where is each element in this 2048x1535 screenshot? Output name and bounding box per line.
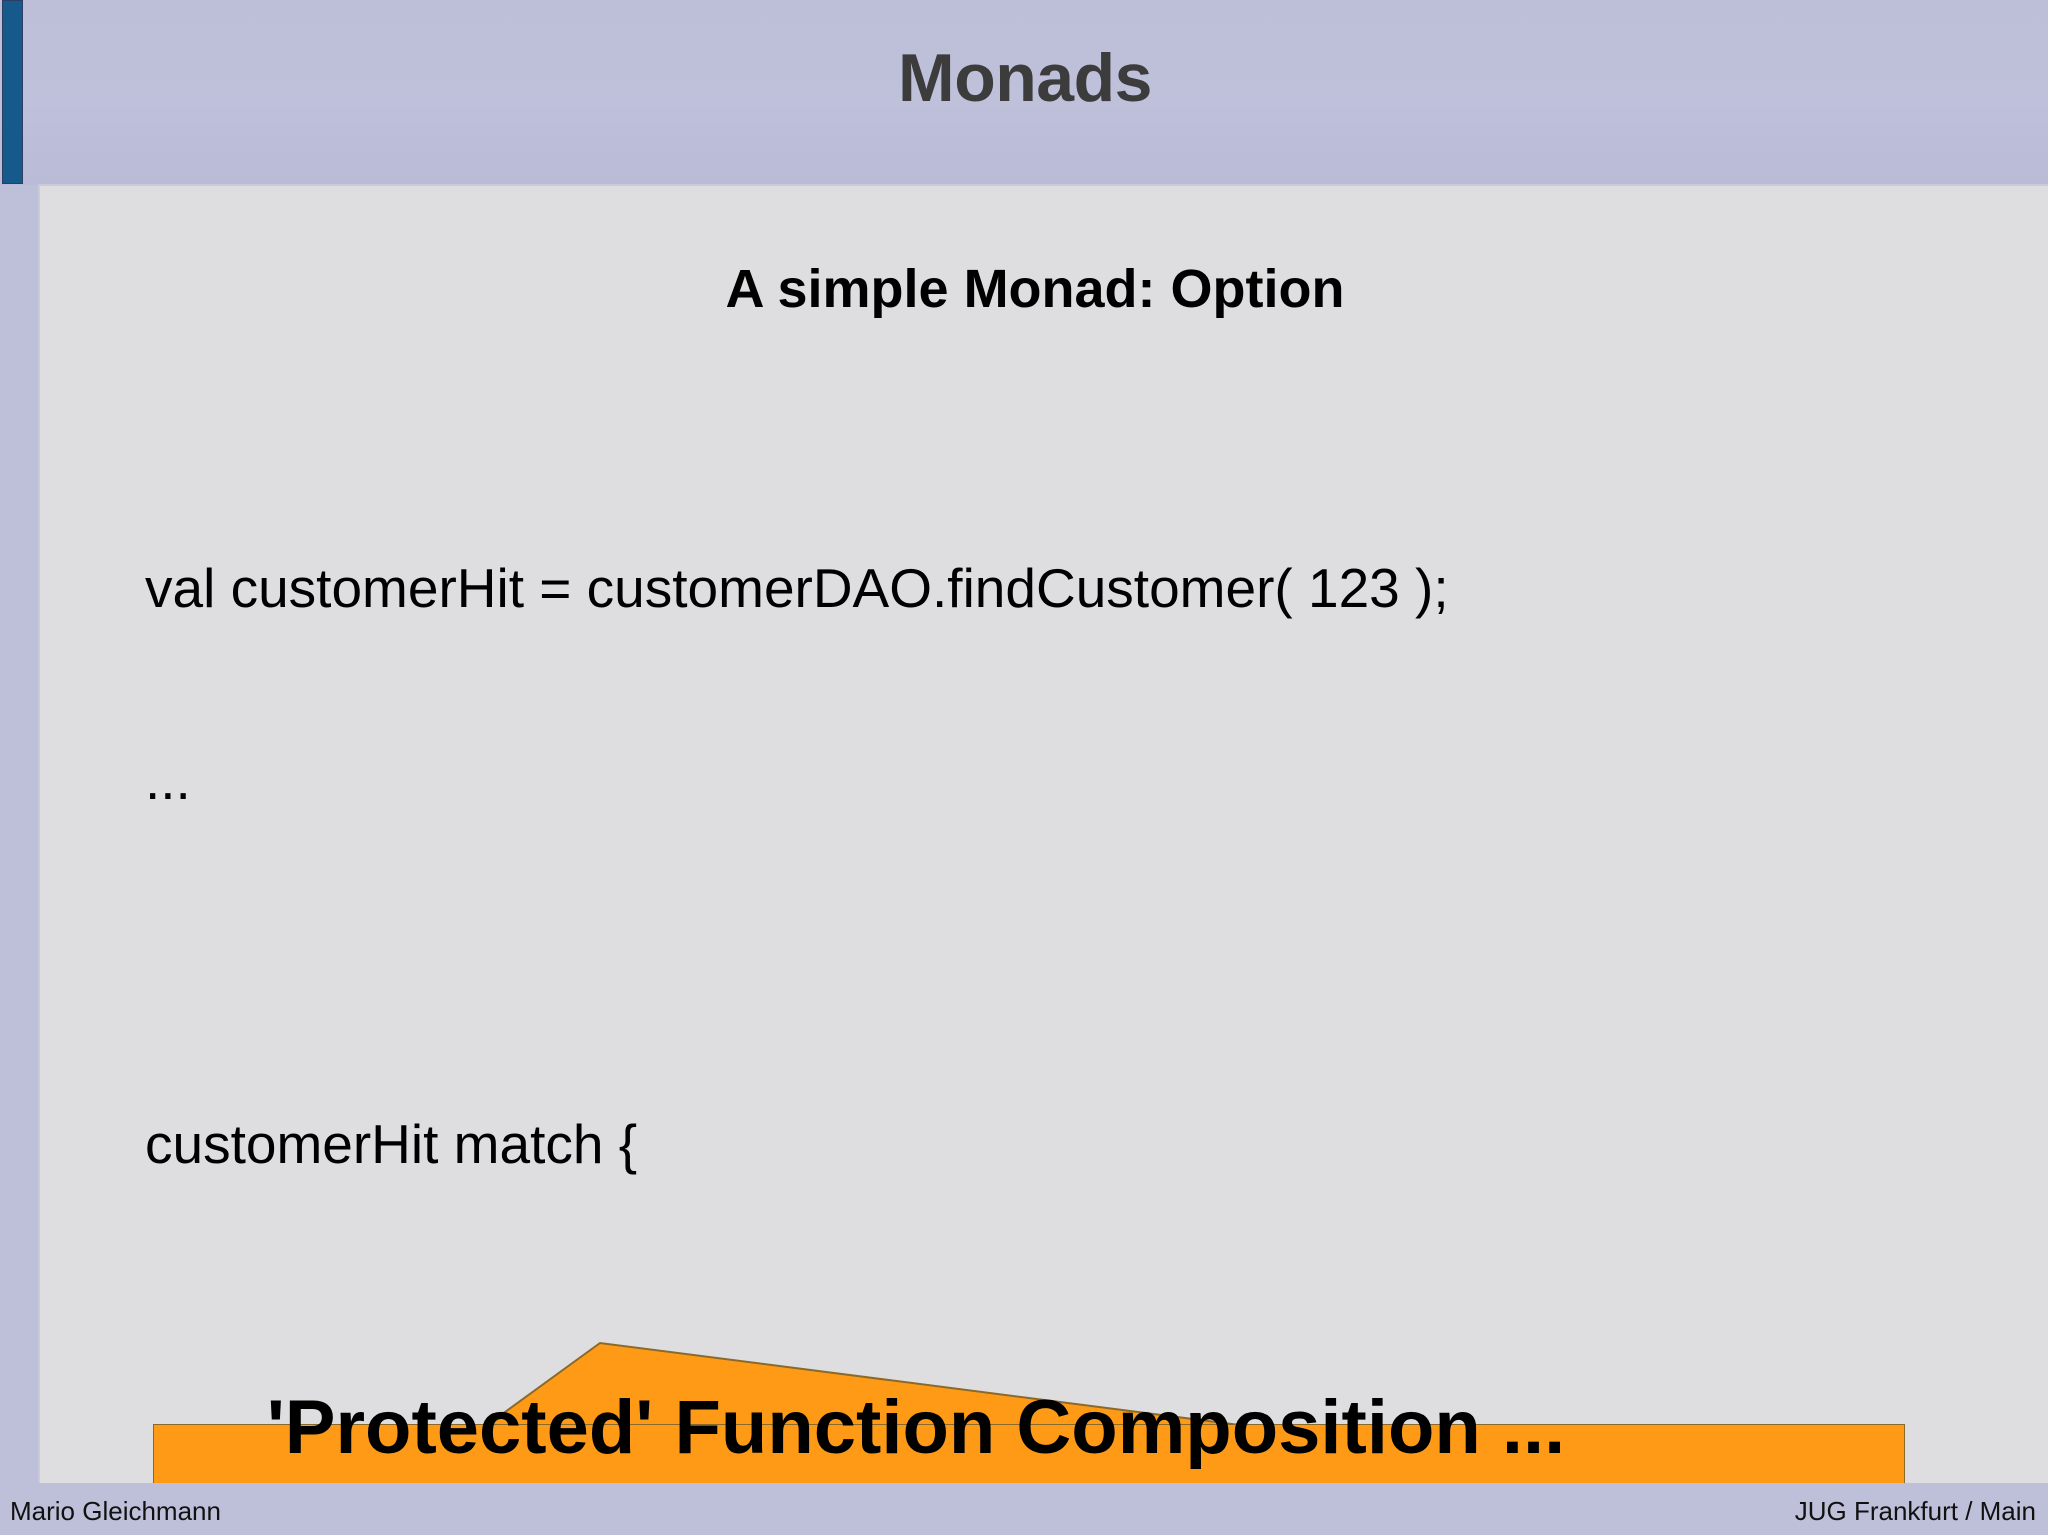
footer-author: Mario Gleichmann <box>10 1496 221 1526</box>
code-line: ... <box>145 749 191 811</box>
page-title: Monads <box>898 40 1152 116</box>
content-subtitle: A simple Monad: Option <box>725 259 1345 319</box>
code-line-blank <box>145 945 1995 1007</box>
header-accent-bar <box>2 0 23 184</box>
slide-content-panel: A simple Monad: Option val customerHit =… <box>38 184 2048 1535</box>
footer-venue: JUG Frankfurt / Main <box>1794 1496 2036 1526</box>
slide-footer: Mario Gleichmann JUG Frankfurt / Main <box>0 1483 2048 1535</box>
slide-header: Monads <box>0 0 2048 185</box>
code-line: customerHit match { <box>145 1113 638 1175</box>
callout-label: 'Protected' Function Composition ... <box>266 1385 1566 1470</box>
code-line: val customerHit = customerDAO.findCustom… <box>145 557 1449 619</box>
